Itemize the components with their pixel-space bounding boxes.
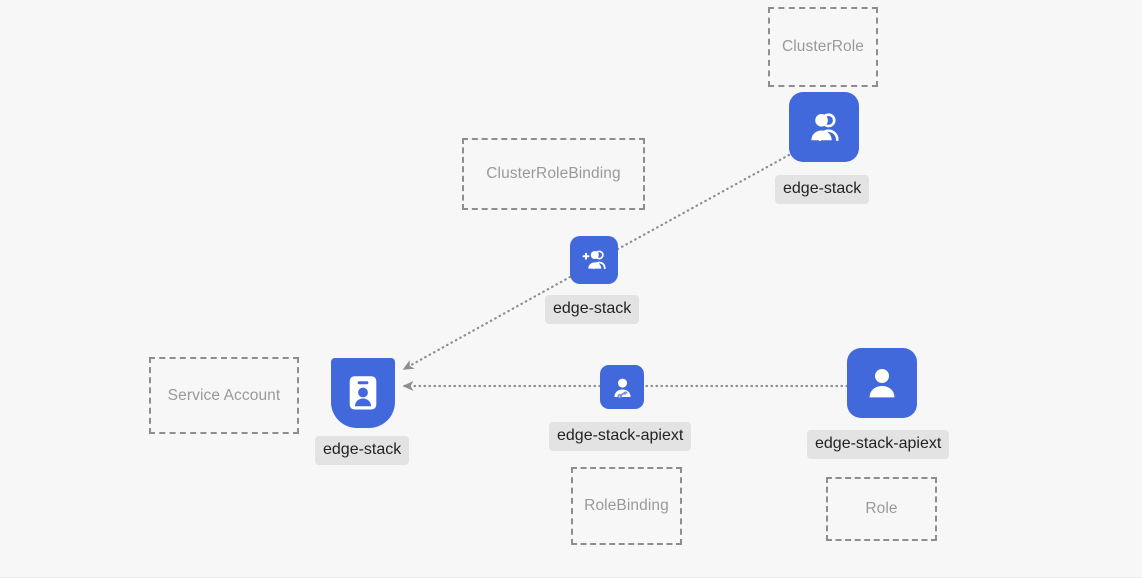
edge-clusterrolebinding-to-serviceaccount — [402, 275, 572, 371]
kind-box-role: Role — [826, 477, 937, 541]
node-name-chip-clusterrolebinding: edge-stack — [545, 295, 640, 324]
kind-label-rolebinding: RoleBinding — [584, 497, 669, 514]
kind-box-clusterrole: ClusterRole — [768, 7, 878, 87]
person-icon[interactable] — [847, 348, 917, 418]
node-name-chip-serviceaccount: edge-stack — [315, 436, 410, 465]
person-add-icon[interactable] — [570, 236, 618, 284]
users-group-icon[interactable] — [789, 92, 859, 162]
kind-box-rolebinding: RoleBinding — [571, 467, 682, 545]
node-name-chip-role: edge-stack-apiext — [807, 430, 950, 459]
node-name-chip-clusterrole: edge-stack — [775, 175, 870, 204]
kind-label-clusterrolebinding: ClusterRoleBinding — [486, 165, 621, 182]
node-name-chip-rolebinding: edge-stack-apiext — [549, 422, 692, 451]
kind-label-role: Role — [865, 500, 898, 517]
kind-label-serviceaccount: Service Account — [167, 386, 281, 404]
kind-box-clusterrolebinding: ClusterRoleBinding — [462, 138, 645, 210]
kind-box-serviceaccount: Service Account — [149, 357, 299, 434]
person-key-icon[interactable] — [600, 365, 644, 409]
kind-label-clusterrole: ClusterRole — [781, 38, 865, 55]
id-badge-icon[interactable] — [331, 358, 395, 428]
